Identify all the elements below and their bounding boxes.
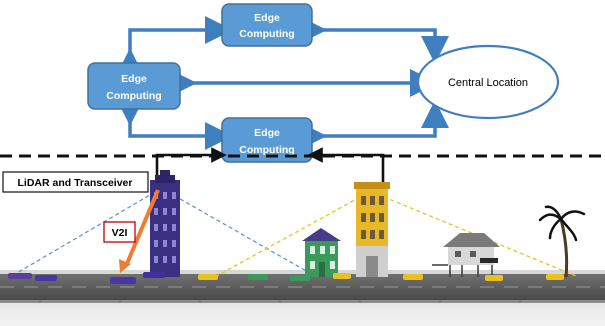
palm-tree — [538, 205, 586, 278]
edge-node-bottom-label-2: Computing — [239, 144, 294, 156]
edge-node-left: Edge Computing — [87, 62, 181, 110]
v2i-label-box: V2I — [103, 221, 136, 243]
link-left-top — [116, 16, 233, 76]
edge-node-bottom-label-1: Edge — [254, 127, 280, 139]
tower-feed-lines — [155, 147, 385, 186]
left-tower-building — [150, 170, 180, 277]
edge-node-top: Edge Computing — [221, 3, 313, 47]
lidar-coverage-left — [9, 191, 316, 278]
link-bottom-central — [299, 100, 449, 150]
v2i-arrow — [124, 189, 160, 267]
edge-node-top-label-2: Computing — [239, 28, 294, 40]
vehicles — [8, 272, 564, 284]
central-location-label: Central Location — [448, 77, 528, 89]
v2i-arrow-head — [119, 259, 131, 273]
green-house-building — [302, 228, 341, 277]
link-left-bottom — [116, 98, 233, 150]
stilt-house-building — [432, 233, 500, 277]
edge-node-left-label-2: Computing — [106, 90, 161, 102]
central-location-node: Central Location — [416, 44, 560, 120]
right-tower-building — [354, 182, 390, 277]
v2i-label: V2I — [112, 227, 128, 239]
street-scene — [0, 147, 605, 326]
lidar-coverage-right — [214, 196, 577, 278]
link-top-central — [299, 16, 449, 64]
edge-node-bottom: Edge Computing — [221, 117, 313, 163]
lidar-label: LiDAR and Transceiver — [18, 177, 133, 189]
network-links — [116, 16, 449, 150]
edge-node-left-label-1: Edge — [121, 73, 147, 85]
lidar-label-box: LiDAR and Transceiver — [2, 171, 149, 193]
edge-node-top-label-1: Edge — [254, 12, 280, 24]
road — [0, 274, 605, 300]
